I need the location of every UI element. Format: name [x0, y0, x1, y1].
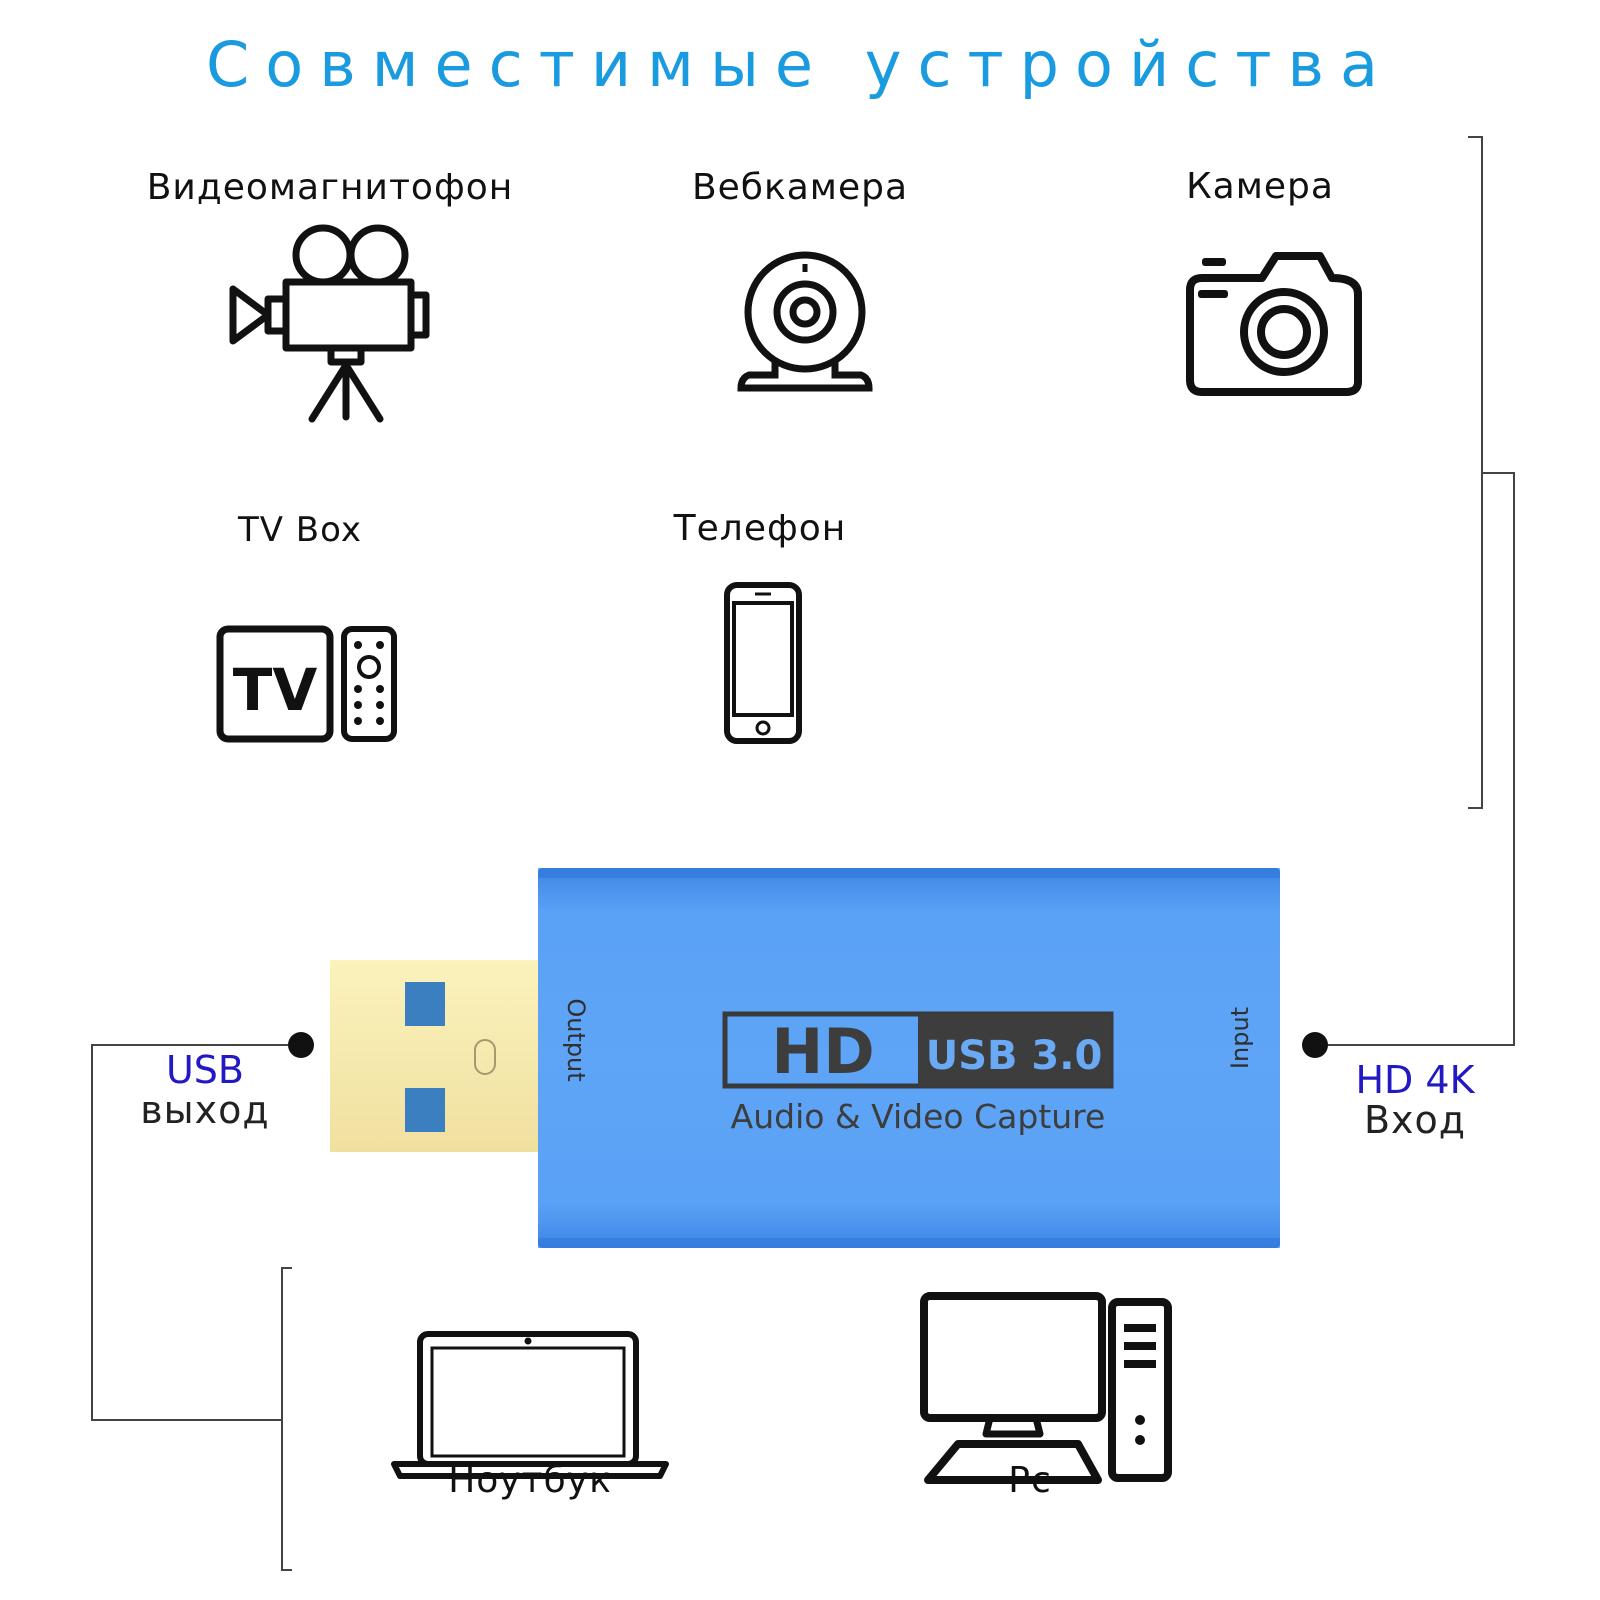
dongle-body [538, 868, 1280, 1248]
dongle-input-text: Input [1226, 1007, 1254, 1069]
camera-icon [1186, 252, 1362, 396]
movie-camera-icon [229, 224, 430, 423]
hd-input-label-top: HD 4K [1355, 1058, 1475, 1102]
page-title: Совместимые устройства [206, 28, 1394, 101]
right-connector [1315, 472, 1515, 1046]
usb-output-label-bottom: выход [140, 1088, 270, 1132]
phone-icon [724, 582, 802, 744]
usb-contact-top [405, 982, 445, 1026]
capture-dongle: HD USB 3.0 Audio & Video Capture Output … [330, 868, 1280, 1248]
label-phone: Телефон [673, 508, 847, 549]
hd-input-label-bottom: Вход [1363, 1098, 1467, 1142]
dongle-usb-text: USB 3.0 [926, 1033, 1103, 1079]
label-tvbox: TV Box [237, 510, 363, 550]
webcam-icon [737, 251, 873, 392]
label-vcr: Видеомагнитофон [146, 167, 514, 208]
dongle-subtitle: Audio & Video Capture [731, 1097, 1106, 1136]
label-webcam: Вебкамера [691, 167, 909, 208]
left-dot [288, 1032, 314, 1058]
tv-box-icon: TV [216, 625, 397, 743]
right-dot [1302, 1032, 1328, 1058]
label-camera: Камера [1186, 166, 1334, 207]
tv-icon-text: TV [233, 656, 318, 724]
usb-output-label-top: USB [165, 1048, 244, 1092]
dongle-hd-text: HD [771, 1015, 874, 1088]
dongle-output-text: Output [562, 998, 590, 1081]
laptop-icon [391, 1331, 669, 1479]
left-bracket [281, 1267, 292, 1571]
left-connector [91, 1044, 300, 1421]
usb-contact-bottom [405, 1088, 445, 1132]
right-bracket [1468, 136, 1483, 809]
desktop-pc-icon [920, 1292, 1172, 1484]
